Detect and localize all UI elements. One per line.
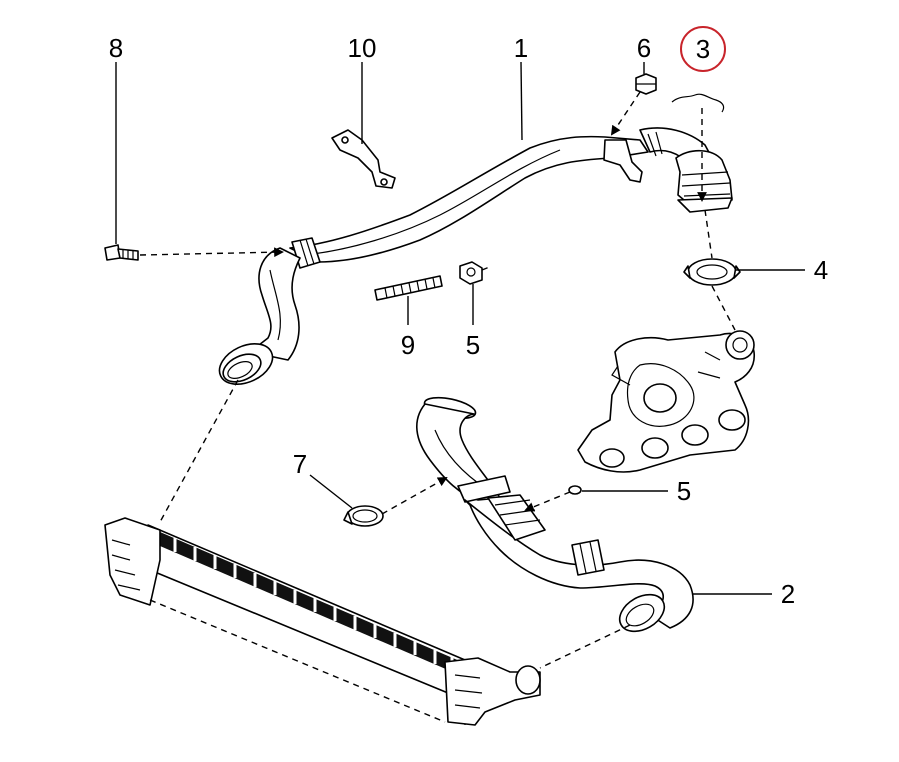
callout-9[interactable]: 9 [401,330,415,360]
callout-5-lower[interactable]: 5 [677,476,691,506]
nut-part-6[interactable] [635,73,657,95]
nut-part-5-lower[interactable] [568,485,582,495]
gasket-part-4[interactable] [683,258,741,286]
callout-8[interactable]: 8 [109,33,123,63]
intercooler [104,517,541,726]
turbocharger-manifold [577,330,755,473]
elbow-connector-part-3[interactable] [671,93,733,213]
clamp-part-7[interactable] [343,505,384,527]
callout-5-upper[interactable]: 5 [466,330,480,360]
callout-2[interactable]: 2 [781,579,795,609]
callout-3[interactable]: 3 [696,34,710,64]
callout-7[interactable]: 7 [293,449,307,479]
callout-1[interactable]: 1 [514,33,528,63]
leader-lines [115,61,805,595]
callout-4[interactable]: 4 [814,255,828,285]
callouts: 8 10 1 6 3 4 9 5 7 5 2 [109,26,828,609]
assembly-lines [139,91,736,723]
callout-10[interactable]: 10 [348,33,377,63]
hose-upper-part-1[interactable] [213,127,713,392]
bracket-part-10[interactable] [331,129,396,189]
nut-part-5-upper[interactable] [459,261,483,285]
callout-6[interactable]: 6 [637,33,651,63]
hose-lower-part-2[interactable] [415,394,694,639]
bolt-part-8[interactable] [104,244,139,261]
highlight-ring [680,26,726,72]
stud-part-9[interactable] [374,275,443,301]
